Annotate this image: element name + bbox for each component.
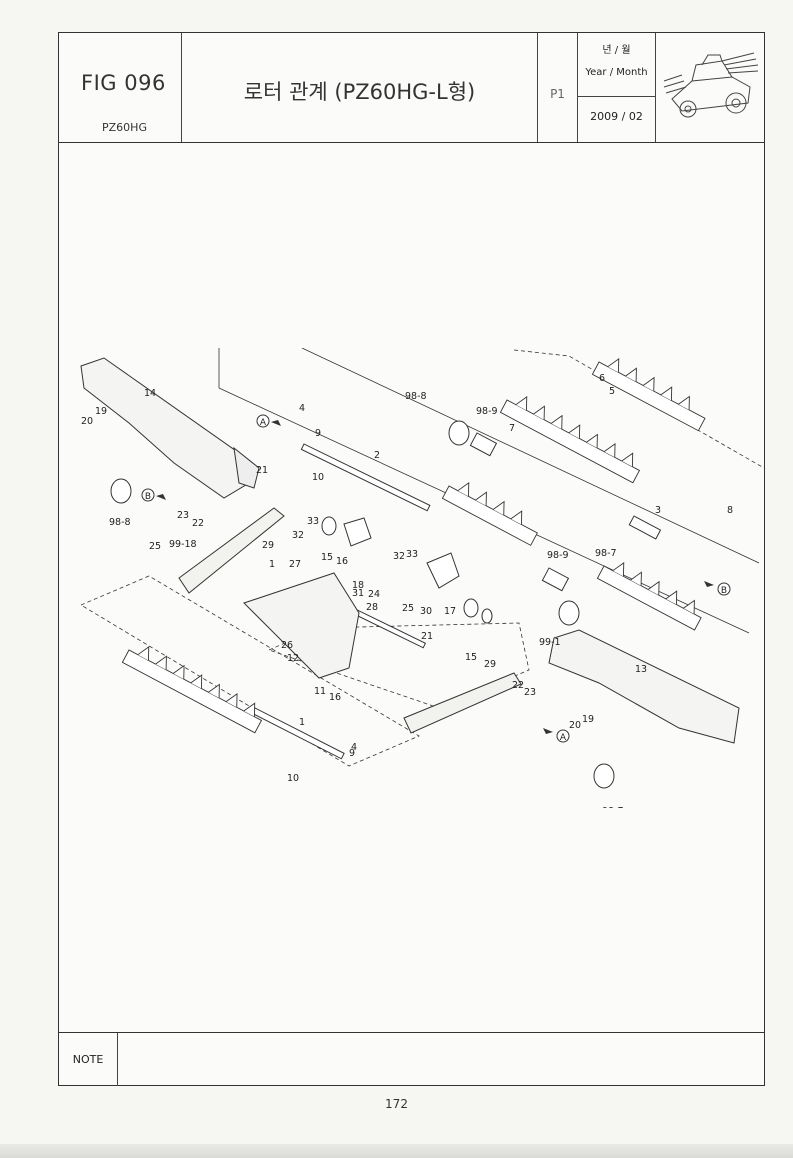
view-marker-a-icon: A [543, 728, 570, 743]
title-cell: 로터 관계 (PZ60HG-L형) [182, 33, 538, 142]
parts-sheet: FIG 096 PZ60HG 로터 관계 (PZ60HG-L형) P1 년 / … [58, 32, 765, 1086]
callout-label: 10 [287, 773, 299, 784]
callout-label: 14 [144, 388, 156, 399]
callout-label: 23 [177, 510, 189, 521]
callout-label: 5 [609, 386, 615, 397]
date-value: 2009 / 02 [590, 110, 643, 123]
callout-label: 1 [269, 559, 275, 570]
callout-label: 12 [287, 653, 299, 664]
callout-label: 29 [262, 540, 274, 551]
callout-label: 6 [599, 373, 605, 384]
callout-label: 9 [349, 748, 355, 759]
callout-label: 98-9 [476, 406, 498, 417]
callout-label: 19 [582, 714, 594, 725]
callout-label: 33 [406, 549, 418, 560]
callout-label: 16 [336, 556, 348, 567]
callout-label: 29 [484, 659, 496, 670]
callout-label: 7 [509, 423, 515, 434]
callout-label: 20 [81, 416, 93, 427]
note-label: NOTE [59, 1033, 118, 1086]
date-label-box: 년 / 월 Year / Month [578, 33, 655, 97]
svg-text:B: B [145, 492, 151, 502]
model-code: PZ60HG [102, 121, 147, 134]
callout-label: 98-7 [602, 806, 624, 808]
callout-label: 27 [289, 559, 301, 570]
callout-label: 1 [299, 717, 305, 728]
fig-code: FIG 096 [81, 71, 166, 95]
exploded-parts-diagram: A B A B 14192098-82123222599-18291273233… [80, 348, 765, 808]
callout-label: 24 [368, 589, 380, 600]
svg-text:A: A [260, 418, 267, 428]
callout-label: 15 [321, 552, 333, 563]
view-marker-a-icon: A [256, 414, 281, 428]
callout-label: 22 [512, 680, 524, 691]
callout-label: 98-8 [109, 517, 131, 528]
callout-label: 25 [402, 603, 414, 614]
callout-label: 28 [366, 602, 378, 613]
callout-label: 2 [374, 450, 380, 461]
callout-label: 22 [192, 518, 204, 529]
callout-label: 13 [635, 664, 647, 675]
date-label-english: Year / Month [585, 67, 648, 78]
callout-label: 4 [299, 403, 305, 414]
callout-label: 31 [352, 588, 364, 599]
date-label-korean: 년 / 월 [602, 45, 631, 56]
callout-label: 23 [524, 687, 536, 698]
callout-label: 21 [421, 631, 433, 642]
sheet-title: 로터 관계 (PZ60HG-L형) [243, 80, 476, 104]
svg-text:B: B [721, 586, 727, 596]
callout-label: 16 [329, 692, 341, 703]
page-number: 172 [385, 1097, 408, 1111]
callout-label: 20 [569, 720, 581, 731]
machine-thumbnail-icon [663, 52, 759, 118]
callout-label: 10 [312, 472, 324, 483]
callout-label: 98-7 [595, 548, 617, 559]
date-cell: 년 / 월 Year / Month 2009 / 02 [578, 33, 656, 142]
callout-label: 17 [444, 606, 456, 617]
callout-label: 11 [314, 686, 326, 697]
callout-label: 21 [256, 465, 268, 476]
callout-label: 98-9 [547, 550, 569, 561]
view-marker-b-icon: B [704, 581, 731, 596]
scan-edge [0, 1144, 793, 1158]
callout-label: 18 [352, 580, 364, 591]
sheet-header: FIG 096 PZ60HG 로터 관계 (PZ60HG-L형) P1 년 / … [59, 33, 764, 143]
fig-cell: FIG 096 PZ60HG [59, 33, 182, 142]
callout-label: 30 [420, 606, 432, 617]
page-label: P1 [550, 87, 565, 101]
view-marker-b-icon: B [141, 488, 166, 502]
callout-label: 98-8 [405, 391, 427, 402]
callout-label: 3 [655, 505, 661, 516]
callout-label: 8 [727, 505, 733, 516]
callout-label: 4 [351, 742, 357, 753]
callout-label: 32 [292, 530, 304, 541]
callout-label: 19 [95, 406, 107, 417]
thumbnail-cell [656, 33, 764, 142]
callout-label: 99-1 [539, 637, 561, 648]
callout-label: 33 [307, 516, 319, 527]
callout-label: 9 [315, 428, 321, 439]
callout-label: 15 [465, 652, 477, 663]
page-label-cell: P1 [538, 33, 578, 142]
callout-label: 25 [149, 541, 161, 552]
callout-label: 99-18 [169, 539, 197, 550]
callout-label: 32 [393, 551, 405, 562]
callout-label: 26 [281, 640, 293, 651]
note-row: NOTE [59, 1032, 764, 1086]
svg-text:A: A [560, 733, 567, 743]
